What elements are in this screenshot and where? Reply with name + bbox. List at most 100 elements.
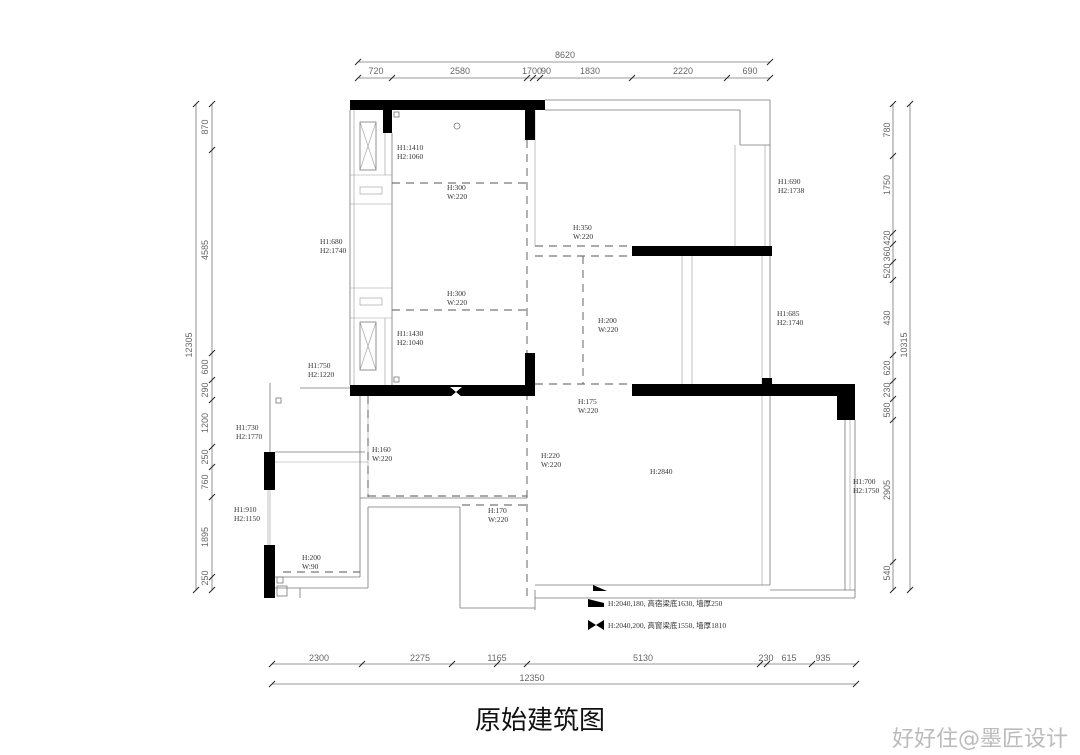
dimension-tick	[808, 660, 816, 668]
drawing-title: 原始建筑图	[474, 706, 605, 736]
dim-top: 720	[368, 66, 383, 76]
annotation-text: H:300	[447, 183, 466, 192]
dimension-tick	[208, 463, 216, 471]
dim-right: 360	[882, 246, 892, 261]
pipe-icon	[276, 576, 284, 584]
dim-right: 420	[882, 230, 892, 245]
dim-top: 690	[742, 66, 757, 76]
dimension-tick	[889, 395, 897, 403]
dimension-tick	[208, 396, 216, 404]
annotation-text: H2:1738	[778, 186, 805, 195]
dim-bottom: 1165	[487, 653, 506, 663]
window-box-icon	[359, 321, 377, 371]
dimension-tick	[208, 493, 216, 501]
annotation-text: H2:1060	[397, 152, 424, 161]
annotation-text: H2:1220	[308, 370, 335, 379]
dim-left-total: 12305	[184, 332, 194, 357]
dimension-tick	[766, 58, 774, 66]
annotation-text: W:90	[302, 562, 319, 571]
annotation-text: W:220	[447, 192, 467, 201]
dimension-tick	[208, 146, 216, 154]
dim-top: 1700	[522, 66, 542, 76]
annotation-text: H2:1770	[236, 432, 263, 441]
single-beam-symbol-icon	[588, 599, 604, 607]
annotation-text: H1:680	[320, 237, 343, 246]
dim-bottom: 2300	[309, 653, 329, 663]
annotation-text: H2:1740	[320, 246, 347, 255]
annotation-text: H1:910	[234, 505, 257, 514]
dimension-tick	[852, 660, 860, 668]
dim-left: 600	[200, 359, 210, 374]
dim-left: 870	[200, 119, 210, 134]
annotation-text: W:220	[541, 460, 561, 469]
double-beam-symbol-icon	[588, 620, 604, 630]
annotation-text: W:220	[447, 298, 467, 307]
dimension-tick	[208, 573, 216, 581]
dimension-tick	[523, 660, 531, 668]
dimension-tick	[889, 152, 897, 160]
dim-right: 620	[882, 360, 892, 375]
drain-icon	[453, 122, 461, 130]
dim-top-total: 8620	[555, 50, 575, 60]
walls	[264, 100, 855, 598]
opening-annotations: H1:1410H2:1060H:300W:220H1:680H2:1740H:3…	[234, 143, 880, 571]
dim-left: 250	[200, 449, 210, 464]
dimension-tick	[628, 74, 636, 82]
dimension-tick	[906, 586, 914, 594]
dimension-tick	[493, 660, 501, 668]
annotation-text: H1:685	[777, 309, 800, 318]
dimension-tick	[448, 660, 456, 668]
dimension-tick	[529, 74, 537, 82]
dimension-tick	[208, 100, 216, 108]
watermark: 好好住@墨匠设计	[891, 727, 1068, 752]
dimension-tick	[889, 377, 897, 385]
dim-right-total: 10315	[899, 332, 909, 357]
dim-left: 290	[200, 382, 210, 397]
annotation-text: H:200	[302, 553, 321, 562]
plan-outlines	[267, 99, 856, 610]
dimension-tick	[358, 660, 366, 668]
beam-marker-icon	[450, 387, 462, 397]
dimension-tick	[208, 443, 216, 451]
annotation-text: H1:690	[778, 177, 801, 186]
dimension-tick	[766, 74, 774, 82]
dimension-tick	[536, 74, 544, 82]
dimension-tick	[889, 558, 897, 566]
top-dimensions: 8620 720 2580 1700 90 1830 2220 690	[368, 50, 757, 76]
dimension-tick	[354, 74, 362, 82]
dim-left: 4585	[200, 240, 210, 260]
annotation-text: W:220	[598, 325, 618, 334]
annotation-text: H:220	[541, 451, 560, 460]
dimension-lines	[195, 61, 911, 685]
annotation-text: H:2840	[650, 467, 673, 476]
dimension-tick	[763, 660, 771, 668]
dim-left: 760	[200, 474, 210, 489]
annotation-text: H1:730	[236, 423, 259, 432]
annotation-text: H:170	[488, 506, 507, 515]
dimension-tick	[889, 276, 897, 284]
beam-lines	[283, 140, 632, 600]
dimension-tick	[906, 100, 914, 108]
dim-bottom: 2275	[410, 653, 430, 663]
dim-bottom: 935	[815, 653, 830, 663]
dim-right: 230	[882, 382, 892, 397]
dimension-tick	[756, 660, 764, 668]
dimension-tick	[208, 376, 216, 384]
dim-top: 2220	[673, 66, 693, 76]
annotation-text: H1:750	[308, 361, 331, 370]
dimension-tick	[852, 680, 860, 688]
dim-right: 520	[882, 263, 892, 278]
dimension-tick	[889, 416, 897, 424]
dim-right: 2905	[882, 480, 892, 500]
legend: H:2040,180, 高宿梁底1630, 墙厚250 H:2040,200, …	[588, 598, 726, 630]
dim-bottom-total: 12350	[519, 673, 544, 683]
dim-right: 430	[882, 310, 892, 325]
dimension-tick	[208, 349, 216, 357]
annotation-text: W:220	[578, 406, 598, 415]
beam-marker-icon	[593, 585, 607, 591]
annotation-text: H:160	[372, 445, 391, 454]
dimension-tick	[889, 240, 897, 248]
annotation-text: H1:1430	[397, 329, 424, 338]
dimension-tick	[208, 586, 216, 594]
dim-right: 580	[882, 402, 892, 417]
